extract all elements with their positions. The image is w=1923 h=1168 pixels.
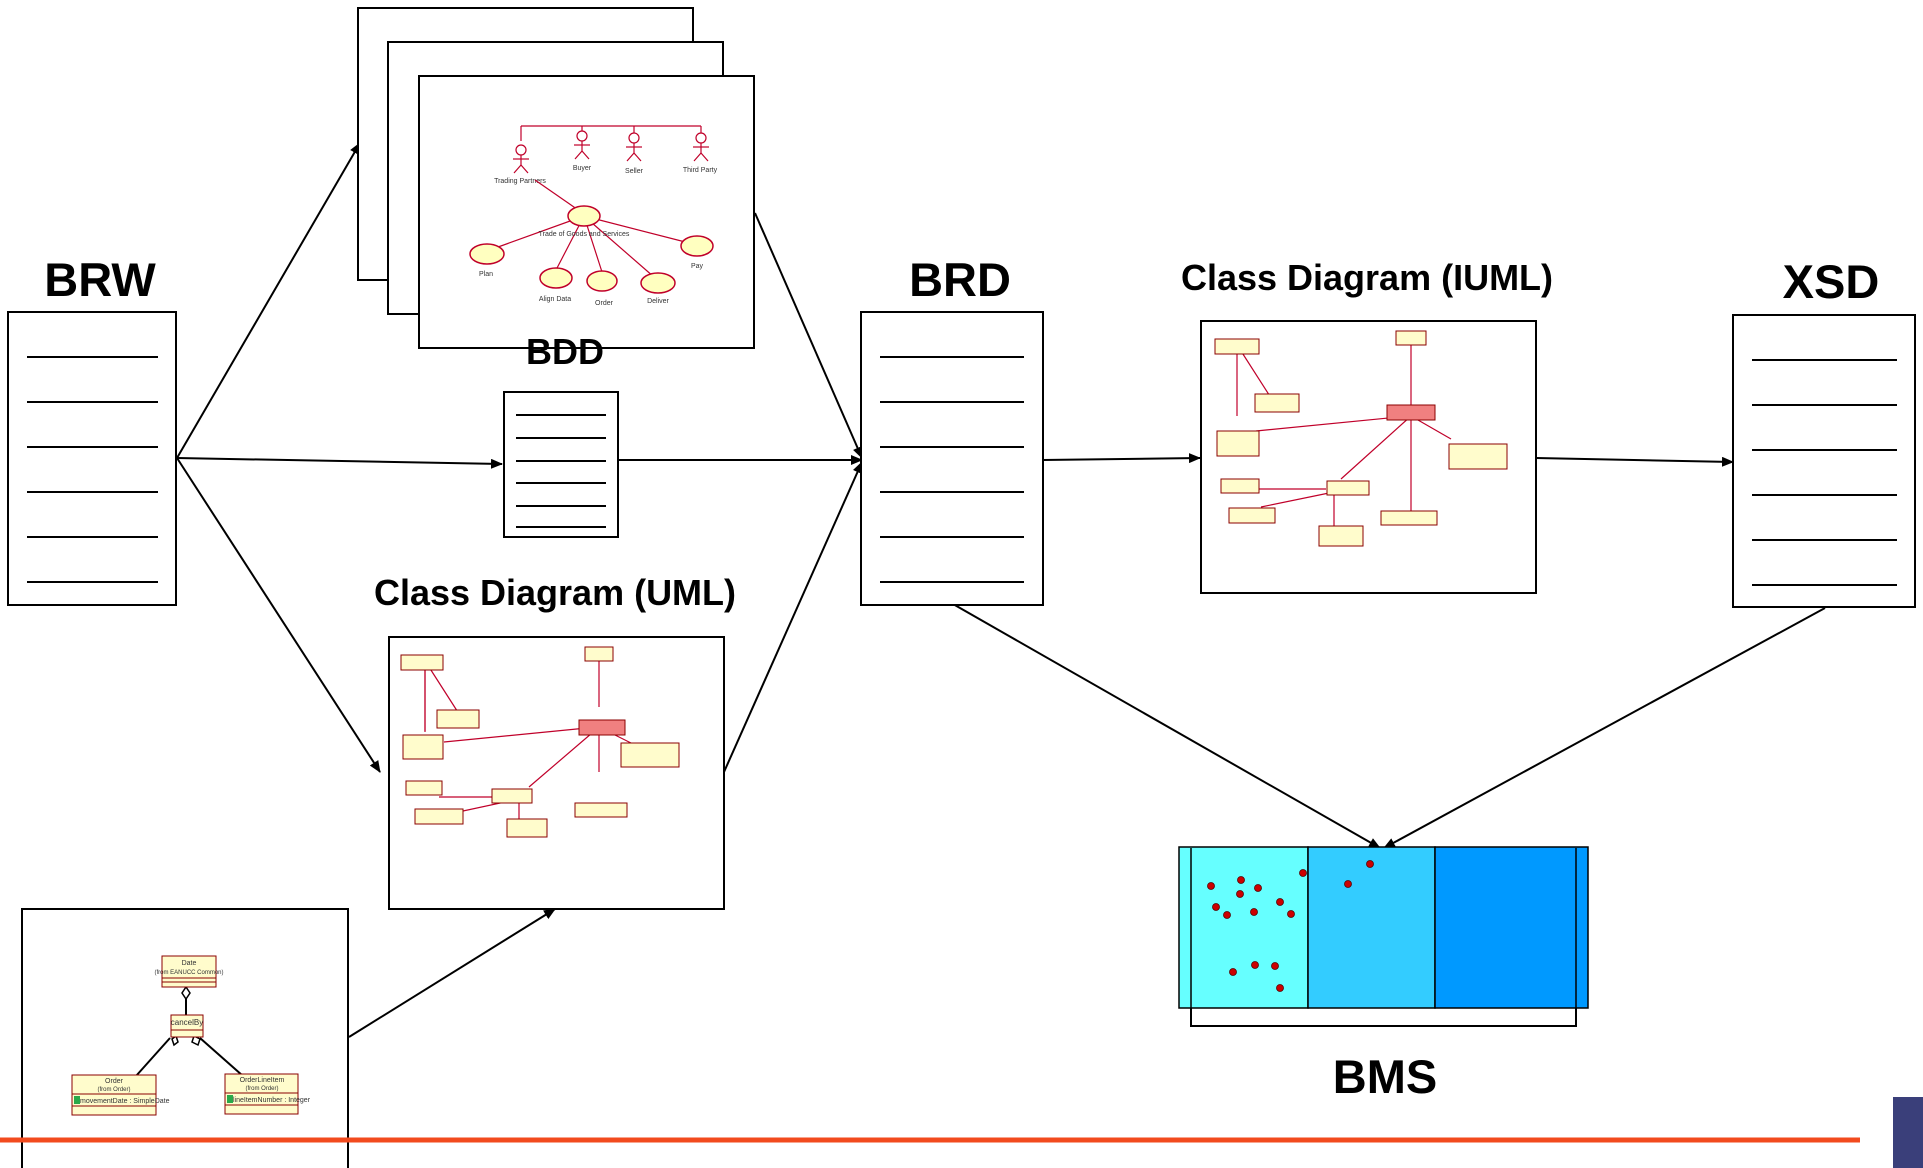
arrow-class-iuml-to-xsd bbox=[1535, 456, 1734, 467]
actor-label: Buyer bbox=[573, 165, 592, 172]
class-iuml-label: Class Diagram (IUML) bbox=[1181, 257, 1553, 298]
arrow-class-uml-to-brd bbox=[723, 461, 863, 773]
bms-label: BMS bbox=[1333, 1050, 1437, 1103]
class-package: (from Order) bbox=[98, 1087, 131, 1093]
bdd-label: BDD bbox=[526, 331, 604, 372]
class-name: Date bbox=[182, 960, 197, 967]
flow-arrows bbox=[176, 142, 1826, 1038]
class-uml-diagram bbox=[388, 636, 725, 910]
actor-buyer: Buyer bbox=[573, 126, 592, 172]
arrow-small-uml-to-class-uml bbox=[348, 908, 556, 1038]
order-class-box bbox=[71, 1074, 157, 1116]
usecase-order bbox=[586, 270, 618, 292]
actor-label: Seller bbox=[625, 168, 644, 175]
actor-seller: Seller bbox=[625, 126, 644, 175]
actor-label: Trading Partners bbox=[494, 178, 546, 185]
usecase-pay bbox=[680, 235, 714, 257]
usecase-label: Plan bbox=[479, 271, 493, 278]
xsd-label: XSD bbox=[1783, 255, 1880, 308]
class-iuml-diagram bbox=[1200, 320, 1537, 594]
class-name: OrderLineItem bbox=[240, 1077, 285, 1084]
arrow-brw-to-class-uml bbox=[176, 457, 381, 773]
brd-label: BRD bbox=[909, 253, 1011, 306]
class-package: (from Order) bbox=[246, 1086, 279, 1092]
corner-logo-mark bbox=[1893, 1097, 1923, 1168]
usecase-trade bbox=[567, 205, 601, 227]
bms-cube bbox=[1178, 846, 1589, 1027]
actor-third-party: Third Party bbox=[683, 126, 718, 174]
usecase-deliver bbox=[640, 272, 676, 294]
usecase-label: Pay bbox=[691, 263, 704, 270]
usecase-plan bbox=[469, 243, 505, 265]
bdd-document bbox=[503, 391, 619, 538]
arrow-brd-to-class-iuml bbox=[1042, 453, 1201, 464]
usecase-label: Trade of Goods and Services bbox=[539, 231, 630, 238]
class-uml-label: Class Diagram (UML) bbox=[374, 572, 736, 613]
arrow-brw-to-bdd bbox=[176, 457, 503, 469]
bms-dots bbox=[1207, 860, 1374, 992]
arrow-brd-to-bms bbox=[952, 603, 1381, 849]
brw-label: BRW bbox=[44, 253, 156, 306]
cancelby-class-box bbox=[170, 1014, 204, 1038]
class-attribute: lineItemNumber : Integer bbox=[233, 1097, 311, 1104]
xsd-document bbox=[1732, 314, 1916, 608]
usecase-label: Align Data bbox=[539, 296, 571, 303]
class-name: cancelBy bbox=[171, 1018, 203, 1027]
small-uml-diagram: Date (from EANUCC Common) cancelBy Order… bbox=[21, 908, 349, 1168]
bms-panel-dark bbox=[1434, 846, 1589, 1009]
usecase-diagram: Trading Partners Buyer Seller bbox=[469, 125, 718, 307]
class-name: Order bbox=[105, 1078, 124, 1085]
arrow-xsd-to-bms bbox=[1383, 607, 1826, 849]
bms-panel-mid bbox=[1307, 846, 1436, 1009]
arrow-brw-to-bdd-usecase bbox=[176, 142, 361, 459]
usecase-label: Deliver bbox=[647, 298, 669, 305]
bms-panel-light bbox=[1178, 846, 1309, 1009]
brw-document bbox=[7, 311, 177, 606]
orderlineitem-class-box bbox=[224, 1073, 299, 1115]
usecase-align-data bbox=[539, 267, 573, 289]
actor-trading-partners: Trading Partners bbox=[494, 126, 546, 185]
class-attribute: movementDate : SimpleDate bbox=[80, 1098, 170, 1105]
usecase-label: Order bbox=[595, 300, 614, 307]
brd-document bbox=[860, 311, 1044, 606]
class-package: (from EANUCC Common) bbox=[154, 970, 223, 976]
arrow-usecase-to-brd bbox=[754, 212, 863, 459]
actor-label: Third Party bbox=[683, 167, 718, 174]
